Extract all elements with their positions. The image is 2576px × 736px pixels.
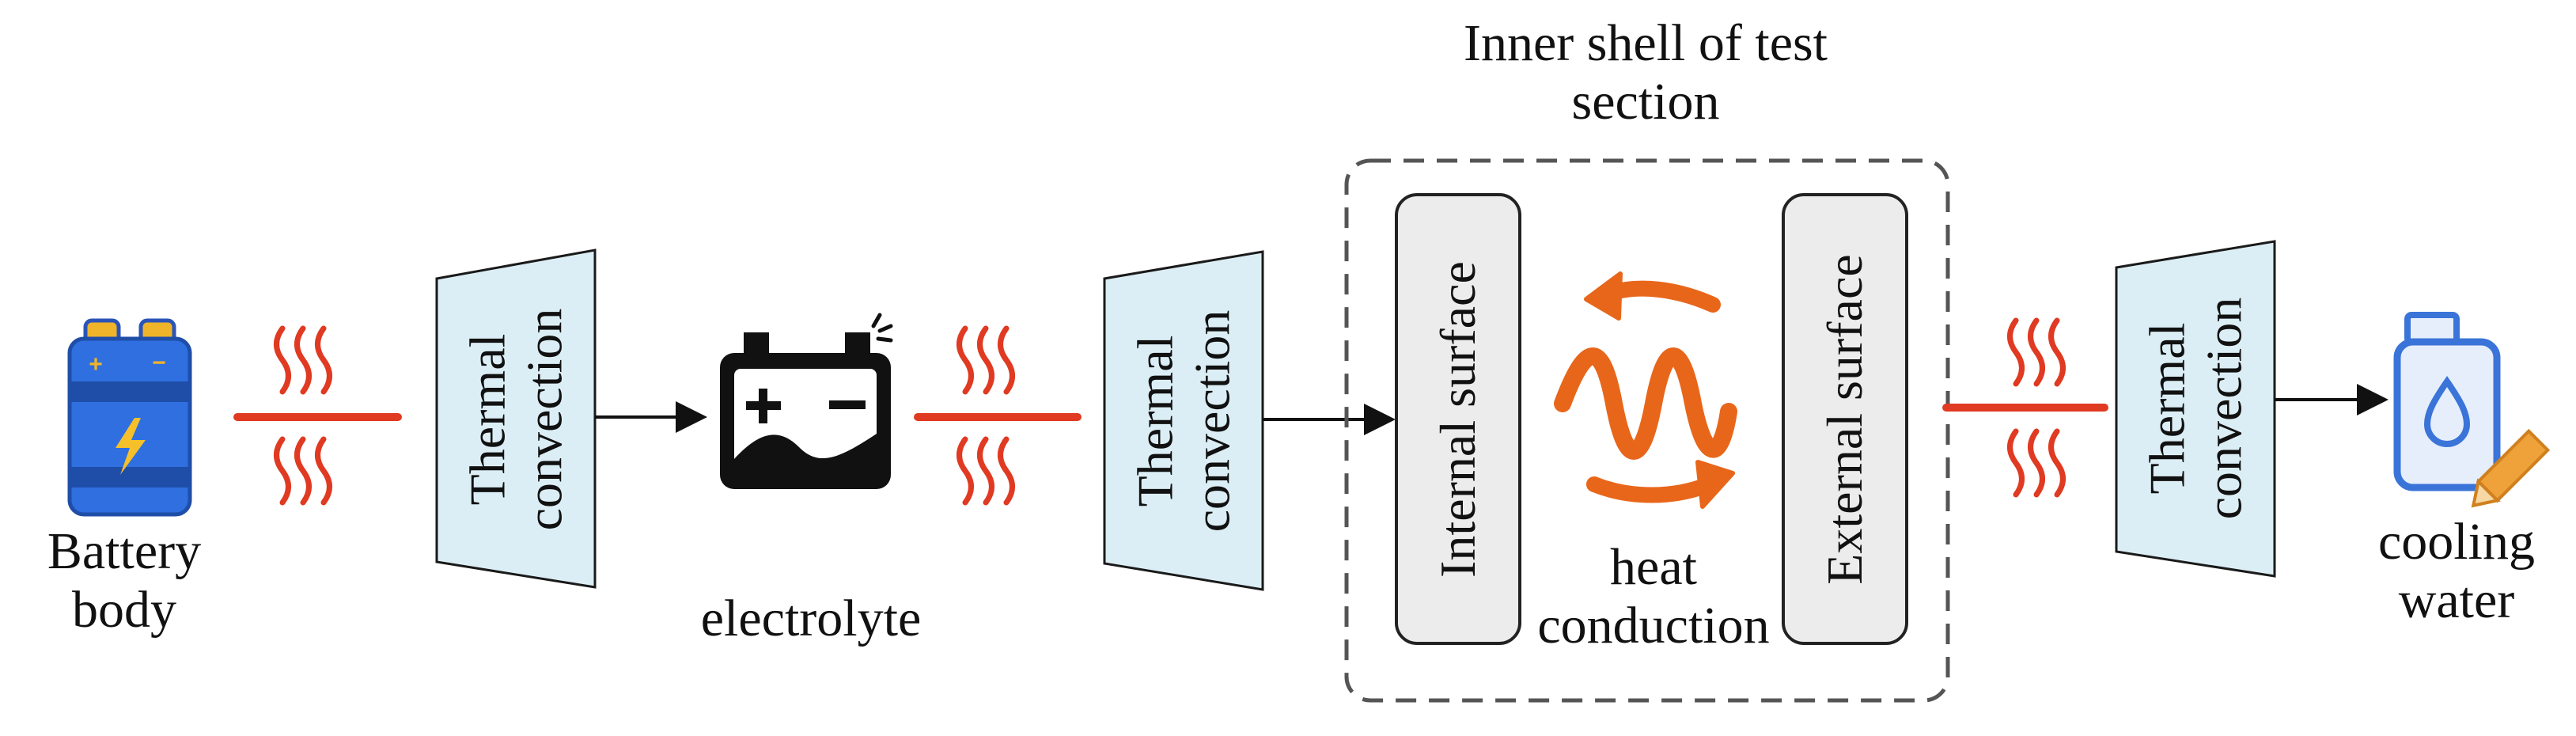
convection-label-1: Thermal convection bbox=[459, 308, 572, 531]
internal-surface-label: Internal surface bbox=[1430, 261, 1487, 578]
external-surface-label: External surface bbox=[1816, 254, 1873, 585]
heat-wave-icon bbox=[914, 325, 1082, 506]
battery-body-label: Battery body bbox=[47, 522, 202, 639]
svg-text:+: + bbox=[89, 351, 103, 377]
electrolyte-label: electrolyte bbox=[700, 590, 922, 647]
internal-surface-box bbox=[1395, 193, 1521, 645]
convection-block-2 bbox=[1103, 250, 1264, 591]
heat-wave-icon bbox=[233, 325, 402, 506]
cooling-water-label: cooling water bbox=[2378, 513, 2535, 629]
convection-block-1 bbox=[435, 248, 597, 589]
convection-label-3: Thermal convection bbox=[2138, 297, 2252, 520]
convection-label-2: Thermal convection bbox=[1127, 309, 1240, 533]
heat-conduction-label: heat conduction bbox=[1537, 538, 1770, 654]
heat-cycle-icon bbox=[1554, 271, 1737, 509]
water-container-icon bbox=[2393, 312, 2551, 508]
car-battery-icon bbox=[720, 313, 893, 489]
battery-icon: + − bbox=[67, 318, 192, 517]
inner-shell-label: Inner shell of test section bbox=[1463, 14, 1828, 131]
external-surface-box bbox=[1782, 193, 1908, 645]
svg-text:−: − bbox=[152, 350, 166, 376]
inner-shell-box bbox=[1344, 158, 1950, 703]
convection-block-3 bbox=[2115, 240, 2276, 578]
heat-wave-icon bbox=[1942, 317, 2108, 498]
